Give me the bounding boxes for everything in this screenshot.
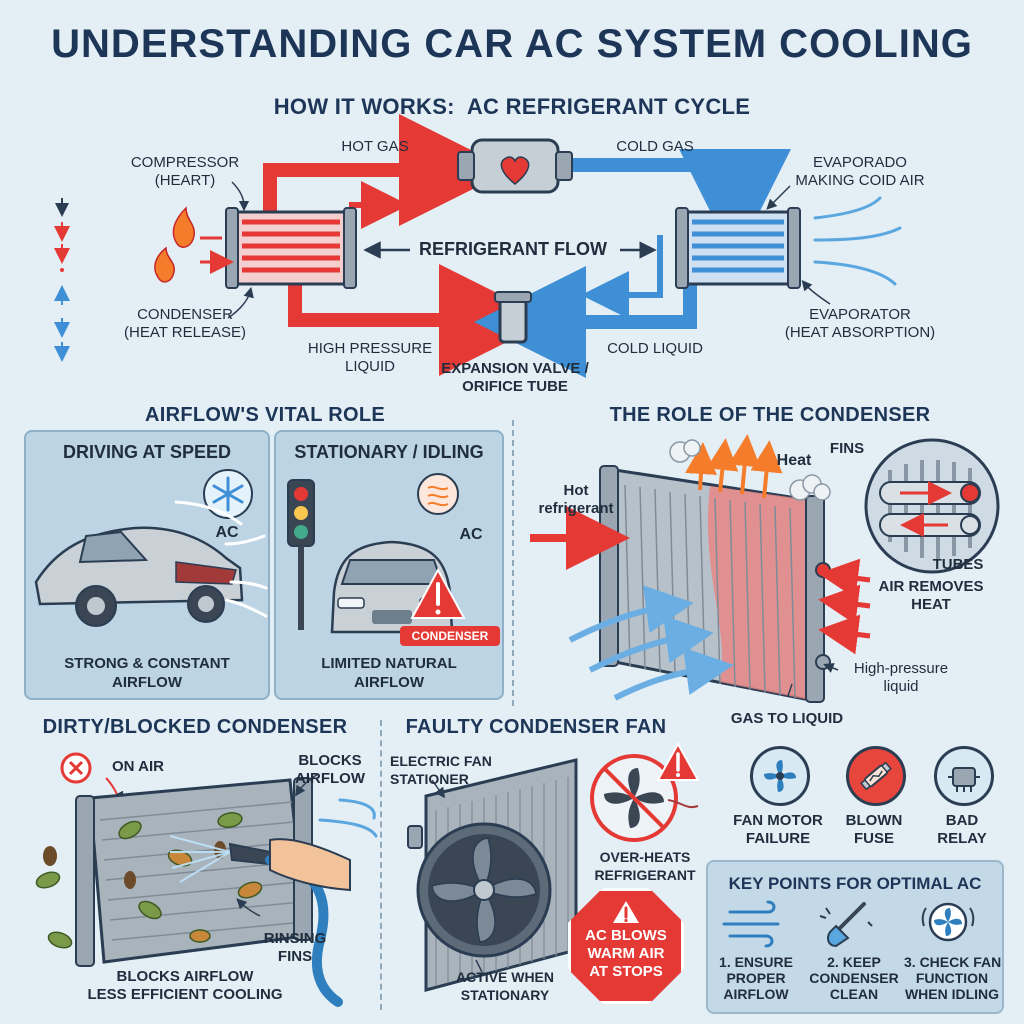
- fan-icon: [921, 902, 975, 942]
- wind-icon: [722, 900, 780, 948]
- cold-gas-pipe: [570, 149, 791, 261]
- electric-fan-label: ELECTRIC FAN STATIONER: [390, 753, 492, 787]
- compressor-label: COMPRESSOR (HEART): [130, 154, 240, 189]
- key-point-clean: 2. KEEP CONDENSER CLEAN: [809, 954, 899, 1002]
- dirty-condenser-diagram: [35, 752, 378, 1007]
- fins-tubes-zoom-icon: [864, 438, 1000, 574]
- traffic-light-icon: [287, 479, 315, 630]
- cause-bad-relay-label: BAD RELAY: [937, 812, 987, 847]
- evaporator-coil-icon: [675, 207, 801, 289]
- driving-caption: STRONG & CONSTANT AIRFLOW: [64, 655, 230, 691]
- cause-fan-motor-label: FAN MOTOR FAILURE: [733, 812, 823, 847]
- heat-badge-icon: [417, 473, 459, 515]
- compressor-icon: [457, 138, 573, 194]
- condenser-role-diagram: [530, 434, 1000, 703]
- high-pressure-liquid-label: HIGH PRESSURE LIQUID: [307, 340, 433, 375]
- blocks-airflow-top-label: BLOCKS AIRFLOW: [295, 752, 365, 787]
- fan-motor-failure-icon: [750, 746, 810, 806]
- brush-icon: [819, 902, 873, 948]
- leaf-icon: [35, 812, 263, 949]
- fan-radiator-icon: [407, 758, 578, 992]
- on-air-label: ON AIR: [112, 758, 164, 775]
- cold-liquid-pipe: [474, 255, 697, 378]
- section-divider-vertical: [512, 420, 514, 706]
- steam-icon: [669, 439, 831, 501]
- idling-caption: LIMITED NATURAL AIRFLOW: [321, 655, 457, 691]
- heat-label: Heat: [776, 452, 812, 469]
- key-points-heading: KEY POINTS FOR OPTIMAL AC: [728, 874, 982, 893]
- faulty-fan-heading: FAULTY CONDENSER FAN: [405, 716, 667, 738]
- page-title: UNDERSTANDING CAR AC SYSTEM COOLING: [51, 22, 973, 66]
- gas-to-liquid-label: GAS TO LIQUID: [730, 710, 844, 727]
- over-heats-label: OVER-HEATS REFRIGERANT: [594, 849, 696, 883]
- section-divider-lower: [380, 720, 382, 1010]
- x-mark-icon: [60, 752, 92, 784]
- condenser-coil-icon: [225, 207, 357, 289]
- cool-air-arrows: [568, 585, 734, 701]
- side-legend-arrows: [54, 198, 70, 362]
- airflow-lines-icon: [174, 500, 268, 618]
- airflow-heading: AIRFLOW'S VITAL ROLE: [144, 404, 385, 426]
- flame-icon: [154, 206, 222, 283]
- hot-gas-pipe: [263, 114, 511, 226]
- high-pressure-liquid-side-label: High-pressure liquid: [853, 660, 949, 695]
- cold-gas-label: COLD GAS: [616, 138, 694, 155]
- warm-air-warning-badge: AC BLOWS WARM AIR AT STOPS: [568, 888, 684, 1004]
- refrigerant-cycle-diagram: [54, 114, 902, 378]
- warning-triangle-icon: [410, 567, 466, 619]
- evaporator-bottom-label: EVAPORATOR (HEAT ABSORPTION): [784, 306, 936, 341]
- expansion-valve-label: EXPANSION VALVE / ORIFICE TUBE: [441, 360, 589, 395]
- idling-ac-label: AC: [459, 526, 483, 543]
- dirty-heading: DIRTY/BLOCKED CONDENSER: [42, 716, 348, 738]
- driving-panel: DRIVING AT SPEED AC STR: [24, 430, 270, 700]
- car-moving-icon: [34, 526, 244, 627]
- idling-panel: STATIONARY / IDLING: [274, 430, 504, 700]
- cold-liquid-label: COLD LIQUID: [607, 340, 703, 357]
- condenser-role-heading: THE ROLE OF THE CONDENSER: [609, 404, 931, 426]
- snowflake-icon: [203, 469, 253, 519]
- refrigerant-flow-label: REFRIGERANT FLOW: [419, 239, 607, 259]
- driving-title: DRIVING AT SPEED: [62, 442, 232, 462]
- evaporator-top-label: EVAPORADO MAKING COID AIR: [795, 154, 925, 189]
- faulty-fan-diagram: [407, 741, 700, 992]
- wind-icon: [318, 798, 378, 838]
- cause-blown-fuse-label: BLOWN FUSE: [845, 812, 903, 847]
- key-point-airflow: 1. ENSURE PROPER AIRFLOW: [719, 954, 793, 1002]
- condenser-label: CONDENSER (HEAT RELEASE): [124, 306, 246, 341]
- hot-refrigerant-label: Hot refrigerant: [538, 482, 614, 517]
- driving-ac-label: AC: [215, 524, 239, 541]
- air-removes-heat-label: AIR REMOVES HEAT: [878, 578, 984, 613]
- hose-nozzle-icon: [228, 838, 351, 1007]
- key-point-fan: 3. CHECK FAN FUNCTION WHEN IDLING: [904, 954, 1002, 1002]
- active-when-label: ACTIVE WHEN STATIONARY: [456, 969, 554, 1003]
- bad-relay-icon: [934, 746, 994, 806]
- hot-gas-label: HOT GAS: [341, 138, 409, 155]
- warning-triangle-icon: [656, 741, 700, 781]
- key-points-box: KEY POINTS FOR OPTIMAL AC: [706, 860, 1004, 1014]
- cold-air-icon: [813, 196, 902, 286]
- idling-title: STATIONARY / IDLING: [294, 442, 484, 462]
- fins-label: FINS: [829, 440, 865, 457]
- condenser-radiator-icon: [599, 465, 831, 703]
- expansion-valve-icon: [494, 291, 532, 344]
- water-spray-icon: [169, 835, 231, 883]
- blown-fuse-icon: [846, 746, 906, 806]
- warm-air-warning-text: AC BLOWS WARM AIR AT STOPS: [585, 927, 667, 980]
- dirty-bottom-caption: BLOCKS AIRFLOW LESS EFFICIENT COOLING: [87, 968, 283, 1003]
- broken-fan-icon: [590, 754, 699, 842]
- rinsing-fins-label: RINSING FINS: [263, 930, 327, 965]
- tubes-label: TUBES: [932, 556, 984, 573]
- condenser-warning-tag: CONDENSER: [400, 626, 500, 646]
